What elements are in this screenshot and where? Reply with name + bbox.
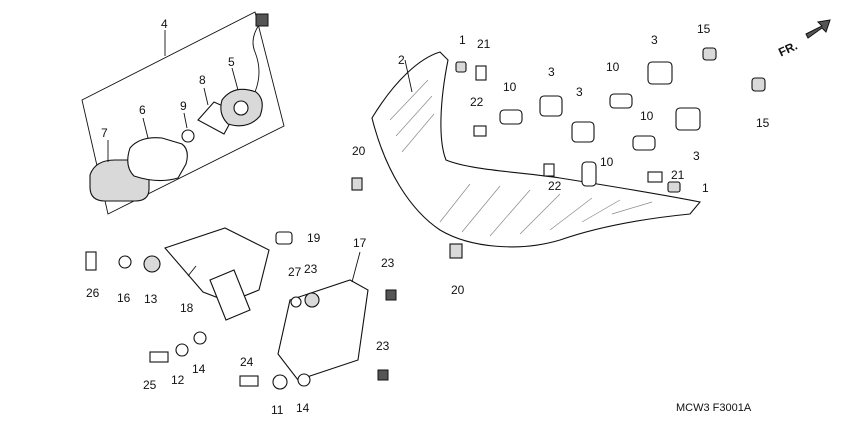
callout-7: 7 (101, 126, 108, 140)
callout-22b: 22 (548, 179, 562, 193)
fasteners (351, 47, 766, 259)
callout-2: 2 (398, 53, 405, 67)
callout-10d: 10 (600, 155, 614, 169)
wire-harness (252, 21, 262, 93)
callout-23b: 23 (381, 256, 395, 270)
bulb-10a (499, 109, 523, 125)
callout-26: 26 (86, 286, 100, 300)
callout-23c: 23 (376, 339, 390, 353)
callout-21b: 21 (671, 168, 685, 182)
socket-3a (539, 95, 563, 117)
callout-20a: 20 (352, 144, 366, 158)
callout-15a: 15 (697, 22, 711, 36)
callout-17: 17 (353, 236, 367, 250)
diagram-code: MCW3 F3001A (676, 402, 752, 414)
lower-hardware (85, 231, 397, 390)
bulb-10b (609, 93, 633, 109)
callout-10c: 10 (640, 109, 654, 123)
callout-9: 9 (180, 99, 187, 113)
bracket-18 (164, 227, 270, 303)
housing-6 (127, 137, 188, 182)
socket-3c (647, 61, 673, 85)
callout-25: 25 (143, 378, 157, 392)
callout-27: 27 (288, 265, 302, 279)
callout-13: 13 (144, 292, 158, 306)
callout-14a: 14 (192, 362, 206, 376)
callout-18: 18 (180, 301, 194, 315)
license-bracket (164, 227, 369, 381)
callout-5: 5 (228, 55, 235, 69)
callout-21a: 21 (477, 37, 491, 51)
callout-3b: 3 (576, 85, 583, 99)
tail-light-assembly (81, 11, 285, 215)
front-direction-arrow: FR. (776, 19, 831, 60)
callout-10b: 10 (606, 60, 620, 74)
bulb-10c (632, 135, 656, 151)
socket-3b (571, 121, 595, 143)
rear-fender-2 (371, 51, 702, 248)
callout-23a: 23 (304, 262, 318, 276)
sockets-and-bulbs (499, 61, 701, 187)
callout-10a: 10 (503, 80, 517, 94)
callout-15b: 15 (756, 116, 770, 130)
callout-20b: 20 (451, 283, 465, 297)
callout-6: 6 (139, 103, 146, 117)
bulb-10d (581, 161, 597, 187)
callout-16: 16 (117, 291, 131, 305)
callout-4: 4 (161, 17, 168, 31)
socket-3d (675, 107, 701, 131)
direction-label: FR. (776, 39, 799, 60)
callout-24: 24 (240, 355, 254, 369)
callout-11: 11 (271, 403, 284, 417)
callout-8: 8 (199, 73, 206, 87)
callout-3c: 3 (651, 33, 658, 47)
callout-3a: 3 (548, 65, 555, 79)
callout-1b: 1 (702, 181, 709, 195)
callout-3d: 3 (693, 149, 700, 163)
callout-14b: 14 (296, 401, 310, 415)
plate-17 (277, 279, 369, 381)
callout-12: 12 (171, 373, 185, 387)
callout-19: 19 (307, 231, 321, 245)
bulb-9 (181, 129, 195, 143)
callout-22a: 22 (470, 95, 484, 109)
callout-1a: 1 (459, 33, 466, 47)
